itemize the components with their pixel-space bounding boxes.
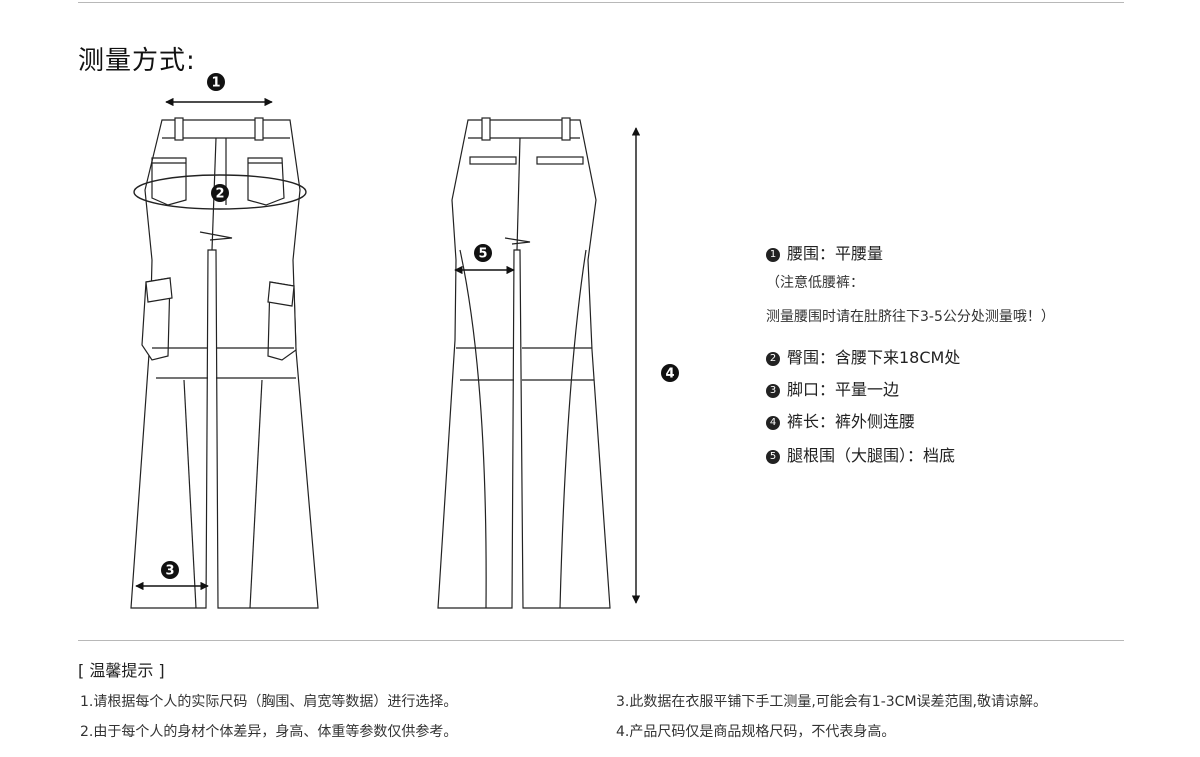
tips-heading: [ 温馨提示 ] <box>78 661 165 680</box>
svg-text:4: 4 <box>665 367 674 382</box>
measure-arrows <box>135 97 641 604</box>
svg-text:5: 5 <box>478 247 487 262</box>
legend-number-icon: 1 <box>766 248 780 262</box>
hip-measure-ellipse <box>133 174 307 210</box>
legend-number-icon: 2 <box>766 352 780 366</box>
waist-note-line1: （注意低腰裤： <box>766 275 864 291</box>
marker-length: 4 <box>661 364 679 382</box>
marker-thigh: 5 <box>474 244 492 262</box>
svg-text:2: 2 <box>215 187 224 202</box>
svg-text:3: 3 <box>165 564 174 579</box>
legend-number-icon: 5 <box>766 450 780 464</box>
marker-hem: 3 <box>161 561 179 579</box>
back-pants-outline <box>437 117 611 609</box>
tip-item: 4.产品尺码仅是商品规格尺码，不代表身高。 <box>616 724 896 740</box>
front-pants-outline <box>130 117 319 609</box>
legend-number-icon: 3 <box>766 384 780 398</box>
marker-hip: 2 <box>211 184 229 202</box>
tip-item: 3.此数据在衣服平铺下手工测量,可能会有1-3CM误差范围,敬请谅解。 <box>616 694 1047 710</box>
pants-diagram: 1 2 3 4 5 <box>130 73 679 609</box>
page-title: 测量方式: <box>78 46 196 76</box>
tips-divider <box>78 640 1124 641</box>
legend-number-icon: 4 <box>766 416 780 430</box>
tip-item: 1.请根据每个人的实际尺码（胸围、肩宽等数据）进行选择。 <box>80 694 458 710</box>
top-divider <box>78 2 1124 3</box>
marker-waist: 1 <box>207 73 225 91</box>
tip-item: 2.由于每个人的身材个体差异，身高、体重等参数仅供参考。 <box>80 724 458 740</box>
svg-text:1: 1 <box>211 76 220 91</box>
waist-note-line2: 测量腰围时请在肚脐往下3-5公分处测量哦！） <box>766 309 1055 325</box>
